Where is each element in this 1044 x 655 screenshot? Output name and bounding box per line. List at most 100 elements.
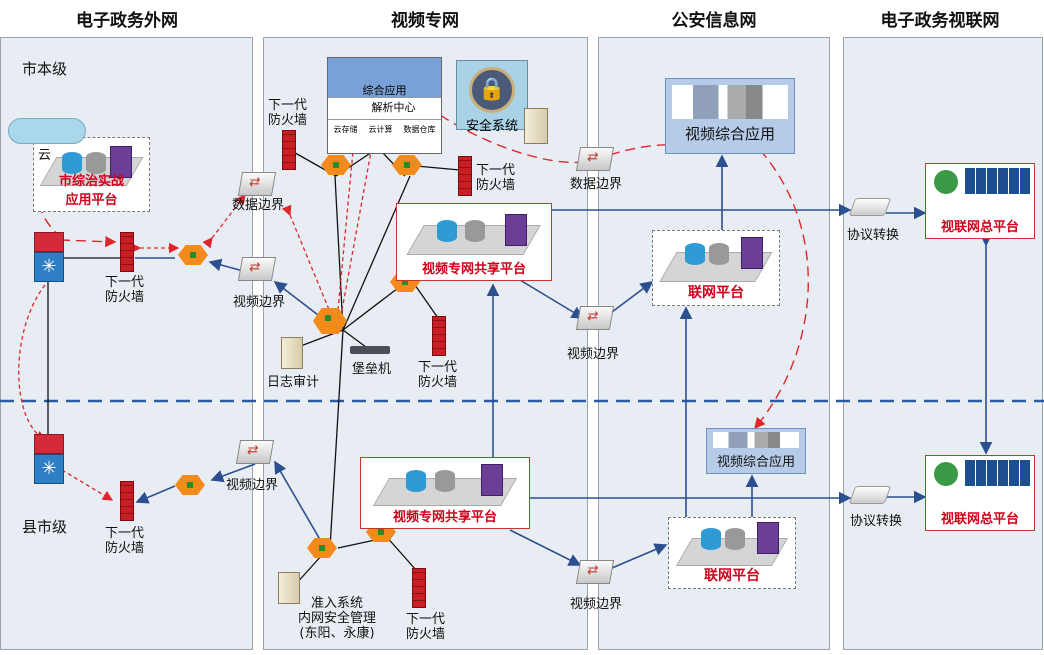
firewall-icon[interactable] [282, 130, 296, 170]
zone-egov-video-network [843, 37, 1043, 650]
app-label: 视频综合应用 [716, 455, 795, 470]
access-system-server-icon[interactable] [278, 572, 300, 604]
firewall-icon[interactable] [120, 481, 134, 521]
app-label: 视频综合应用 [684, 125, 775, 143]
app-icons [672, 85, 788, 119]
video-share-platform[interactable]: 视频专网共享平台 [396, 203, 552, 281]
video-border-label: 视频边界 [570, 597, 623, 612]
video-grid-icon [965, 460, 1030, 486]
video-border-label: 视频边界 [233, 295, 286, 310]
video-share-platform[interactable]: 视频专网共享平台 [360, 457, 530, 529]
protocol-convert-label: 协议转换 [847, 228, 900, 243]
network-platform[interactable]: 联网平台 [652, 230, 780, 306]
vlink-total-platform[interactable]: 视联网总平台 [925, 163, 1035, 239]
firewall-label: 下一代防火墙 [268, 98, 308, 128]
cloud-icon [8, 118, 86, 144]
platform-label: 视频专网共享平台 [392, 510, 497, 525]
video-border-label: 视频边界 [567, 347, 620, 362]
cloud-lock-icon: 🔒 [469, 67, 515, 113]
cloud-data-center[interactable]: 综合应用 解析中心 云存储 云计算 数据仓库 [327, 57, 442, 154]
data-border-label: 数据边界 [232, 198, 285, 213]
platform-label: 市综治实战应用平台 [58, 174, 124, 208]
parse-center-row: 解析中心 [328, 98, 441, 120]
storage-row: 云存储 云计算 数据仓库 [328, 120, 441, 135]
vlink-logo-icon [934, 170, 958, 194]
zone-title: 视频专网 [391, 11, 459, 31]
cloud-storage-label: 云存储 [333, 125, 358, 134]
protocol-converter-icon[interactable] [848, 198, 892, 216]
database-icon [406, 470, 426, 492]
video-border-switch-icon[interactable] [237, 257, 277, 281]
server-icon [757, 522, 779, 554]
cloud-label: 云 [38, 148, 52, 163]
server-icon [110, 146, 132, 178]
network-platform[interactable]: 联网平台 [668, 517, 796, 589]
level-label-city: 市本级 [22, 60, 68, 78]
server-icon [741, 237, 763, 269]
firewall-label: 下一代防火墙 [105, 275, 145, 305]
platform-label: 联网平台 [704, 568, 760, 584]
firewall-icon[interactable] [458, 156, 472, 196]
platform-label: 视联网总平台 [940, 512, 1019, 527]
core-switch-icon[interactable]: ✳ [34, 232, 64, 284]
video-integrated-app[interactable]: 视频综合应用 [665, 78, 795, 154]
data-border-switch-icon[interactable] [237, 172, 277, 196]
database-icon [465, 220, 485, 242]
app-icons [713, 432, 799, 448]
server-icon [524, 108, 548, 144]
city-combat-platform[interactable]: 市综治实战应用平台 [33, 137, 150, 212]
integrated-app-row: 综合应用 [328, 58, 441, 98]
security-system-label: 安全系统 [465, 119, 518, 134]
security-system[interactable]: 🔒 安全系统 [456, 60, 528, 134]
zone-title: 公安信息网 [671, 11, 757, 31]
platform-label: 联网平台 [688, 285, 744, 301]
log-audit-server-icon[interactable] [281, 337, 303, 369]
database-icon [62, 152, 82, 174]
database-icon [437, 220, 457, 242]
level-label-county: 县市级 [22, 518, 68, 536]
core-switch-icon[interactable]: ✳ [34, 434, 64, 486]
database-icon [725, 528, 745, 550]
firewall-label: 下一代防火墙 [406, 612, 446, 642]
zone-title: 电子政务视联网 [880, 11, 1000, 31]
video-grid-icon [965, 168, 1030, 194]
log-audit-label: 日志审计 [267, 375, 320, 390]
data-border-label: 数据边界 [570, 177, 623, 192]
firewall-label: 下一代防火墙 [476, 163, 516, 193]
database-icon [435, 470, 455, 492]
bastion-label: 堡垒机 [352, 362, 392, 377]
router-icon[interactable] [307, 538, 337, 558]
protocol-converter-icon[interactable] [848, 486, 892, 504]
server-icon [505, 214, 527, 246]
firewall-icon[interactable] [412, 568, 426, 608]
access-system-label: 准入系统内网安全管理(东阳、永康) [298, 596, 377, 641]
router-icon[interactable] [321, 155, 351, 175]
platform-label: 视频专网共享平台 [421, 262, 526, 277]
database-icon [685, 243, 705, 265]
router-icon[interactable] [175, 475, 205, 495]
zone-title: 电子政务外网 [76, 11, 178, 31]
firewall-label: 下一代防火墙 [105, 526, 145, 556]
protocol-convert-label: 协议转换 [850, 514, 903, 529]
router-icon[interactable] [392, 155, 422, 175]
bastion-host-icon[interactable] [350, 346, 390, 354]
vlink-total-platform[interactable]: 视联网总平台 [925, 455, 1035, 531]
router-icon[interactable] [178, 245, 208, 265]
firewall-icon[interactable] [120, 232, 134, 272]
video-border-label: 视频边界 [226, 478, 279, 493]
video-border-switch-icon[interactable] [575, 306, 615, 330]
database-icon [701, 528, 721, 550]
cloud-compute-label: 云计算 [368, 125, 393, 134]
firewall-icon[interactable] [432, 316, 446, 356]
video-integrated-app[interactable]: 视频综合应用 [706, 428, 806, 474]
data-border-switch-icon[interactable] [575, 147, 615, 171]
server-icon [481, 464, 503, 496]
data-warehouse-label: 数据仓库 [403, 125, 436, 134]
platform-label: 视联网总平台 [940, 220, 1019, 235]
video-border-switch-icon[interactable] [235, 440, 275, 464]
database-icon [86, 152, 106, 174]
video-border-switch-icon[interactable] [575, 560, 615, 584]
vlink-logo-icon [934, 462, 958, 486]
firewall-label: 下一代防火墙 [418, 360, 458, 390]
